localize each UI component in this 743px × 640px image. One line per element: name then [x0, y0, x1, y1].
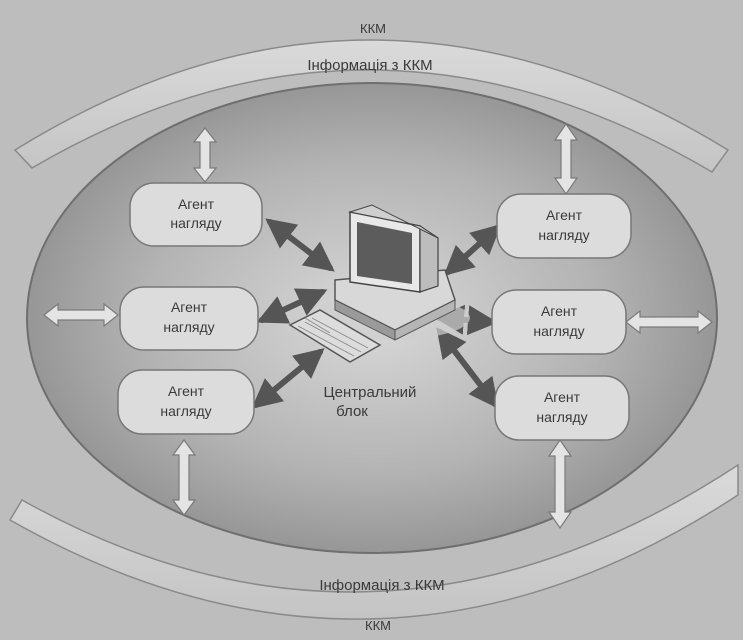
agent-label-line2: нагляду [536, 409, 587, 425]
outside-link-arrow-left [43, 302, 119, 328]
agent-label-line1: Агент [171, 299, 208, 315]
band-link-arrow-bottom-right [547, 438, 573, 530]
top-kkm-label: ККМ [360, 21, 386, 36]
bottom-kkm-label: ККМ [365, 618, 391, 633]
agent-label-line2: нагляду [163, 319, 214, 335]
link-to-agent-top-left [265, 218, 335, 272]
central-block-label-line1: Центральний [324, 384, 417, 401]
link-to-agent-top-right [443, 223, 502, 277]
agent-label-line2: нагляду [160, 403, 211, 419]
agent-label-line1: Агент [178, 196, 215, 212]
agent-node-bottom-right: Агент нагляду [494, 375, 630, 441]
agent-label-line1: Агент [546, 207, 583, 223]
outside-link-arrow-right [625, 309, 713, 335]
top-kkm-band [13, 39, 730, 173]
agent-label-line1: Агент [541, 303, 578, 319]
agent-node-mid-right: Агент нагляду [491, 289, 627, 355]
agent-label-line2: нагляду [170, 215, 221, 231]
link-to-agent-bottom-left [251, 348, 325, 409]
top-info-label: Інформація з ККМ [307, 57, 432, 74]
agent-label-line1: Агент [544, 389, 581, 405]
link-to-agent-mid-left [256, 288, 328, 324]
band-link-arrow-bottom-left [171, 438, 197, 517]
agent-node-mid-left: Агент нагляду [119, 286, 259, 351]
agent-node-top-right: Агент нагляду [496, 193, 632, 259]
link-to-agent-bottom-right [436, 327, 499, 409]
agent-node-bottom-left: Агент нагляду [117, 369, 255, 435]
agent-node-top-left: Агент нагляду [129, 182, 263, 247]
bottom-kkm-band [8, 463, 739, 620]
bottom-info-label: Інформація з ККМ [319, 577, 444, 594]
central-computer-icon [288, 204, 470, 363]
agent-label-line2: нагляду [538, 227, 589, 243]
agent-label-line2: нагляду [533, 323, 584, 339]
agent-label-line1: Агент [168, 383, 205, 399]
central-block-label-line2: блок [336, 403, 368, 420]
band-link-arrow-top-left [192, 127, 218, 183]
